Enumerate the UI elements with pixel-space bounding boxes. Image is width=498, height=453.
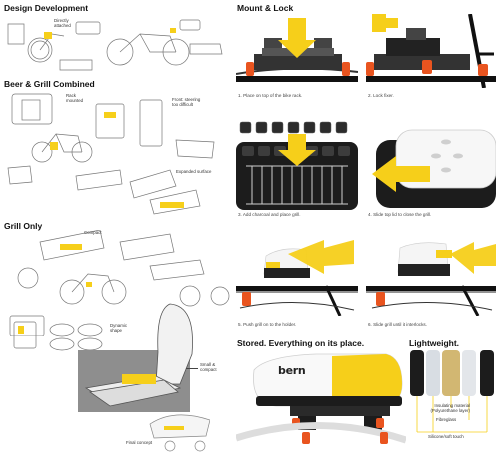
note-directly-attached: Directly attached bbox=[54, 18, 71, 28]
step-3-caption: 3. Add charcoal and place grill. bbox=[238, 212, 301, 217]
note-compact: Compact bbox=[84, 230, 102, 235]
brand-logo: bern bbox=[278, 364, 306, 377]
layer-fibreglass: Fibreglass bbox=[436, 417, 457, 422]
note-expanded-surface: Expanded surface bbox=[176, 169, 212, 174]
lightweight-title: Lightweight. bbox=[409, 338, 460, 348]
material-layers: Insulating material (Polyurethane layer)… bbox=[408, 350, 496, 453]
step-1-illustration bbox=[236, 18, 358, 82]
dynamic-shape-sketches bbox=[13, 321, 103, 351]
step-5-caption: 5. Push grill on to the holder. bbox=[238, 322, 297, 327]
layer-silicone: Silicone/soft touch bbox=[428, 434, 464, 439]
step-1-caption: 1. Place on top of the bike rack. bbox=[238, 93, 303, 98]
material-layers-illustration bbox=[410, 350, 494, 433]
stored-title: Stored. Everything on its place. bbox=[237, 338, 365, 348]
layer-insulating: Insulating material (Polyurethane layer) bbox=[430, 403, 470, 413]
note-dynamic-shape: Dynamic shape bbox=[110, 323, 128, 333]
step-3-illustration bbox=[236, 121, 358, 210]
stored-render: bern bbox=[236, 350, 406, 453]
design-development-title: Design Development bbox=[4, 3, 89, 13]
step-5-image bbox=[236, 236, 358, 316]
note-small-compact: Small & compact bbox=[200, 362, 217, 372]
note-front-steering: Front: steering too difficult bbox=[172, 97, 201, 107]
step-2-image bbox=[366, 14, 496, 88]
step-5-illustration bbox=[236, 240, 358, 316]
design-sketches-top bbox=[7, 19, 223, 71]
final-concept-render bbox=[84, 303, 210, 452]
step-6-caption: 6. Slide grill until it interlocks. bbox=[368, 322, 427, 327]
step-4-image bbox=[366, 120, 496, 212]
grill-only-sketches bbox=[9, 230, 230, 336]
mount-lock-title: Mount & Lock bbox=[237, 3, 294, 13]
note-rack-mounted: Rack mounted bbox=[66, 93, 84, 103]
note-final-concept: Final concept bbox=[126, 440, 153, 445]
sketch-board: Design Development Beer & Grill Combined… bbox=[0, 0, 232, 453]
grill-only-title: Grill Only bbox=[4, 221, 43, 231]
step-1-image bbox=[236, 14, 358, 88]
pointer-small-compact bbox=[186, 368, 198, 369]
step-2-illustration bbox=[366, 14, 496, 88]
step-3-image bbox=[236, 120, 358, 212]
beer-grill-sketches bbox=[7, 93, 215, 215]
stored-illustration bbox=[236, 353, 406, 444]
step-4-illustration bbox=[372, 129, 496, 208]
step-6-illustration bbox=[366, 242, 496, 316]
step-6-image bbox=[366, 236, 496, 316]
step-4-caption: 4. Slide top lid to close the grill. bbox=[368, 212, 432, 217]
beer-grill-title: Beer & Grill Combined bbox=[4, 79, 95, 89]
step-2-caption: 2. Lock fixer. bbox=[368, 93, 394, 98]
